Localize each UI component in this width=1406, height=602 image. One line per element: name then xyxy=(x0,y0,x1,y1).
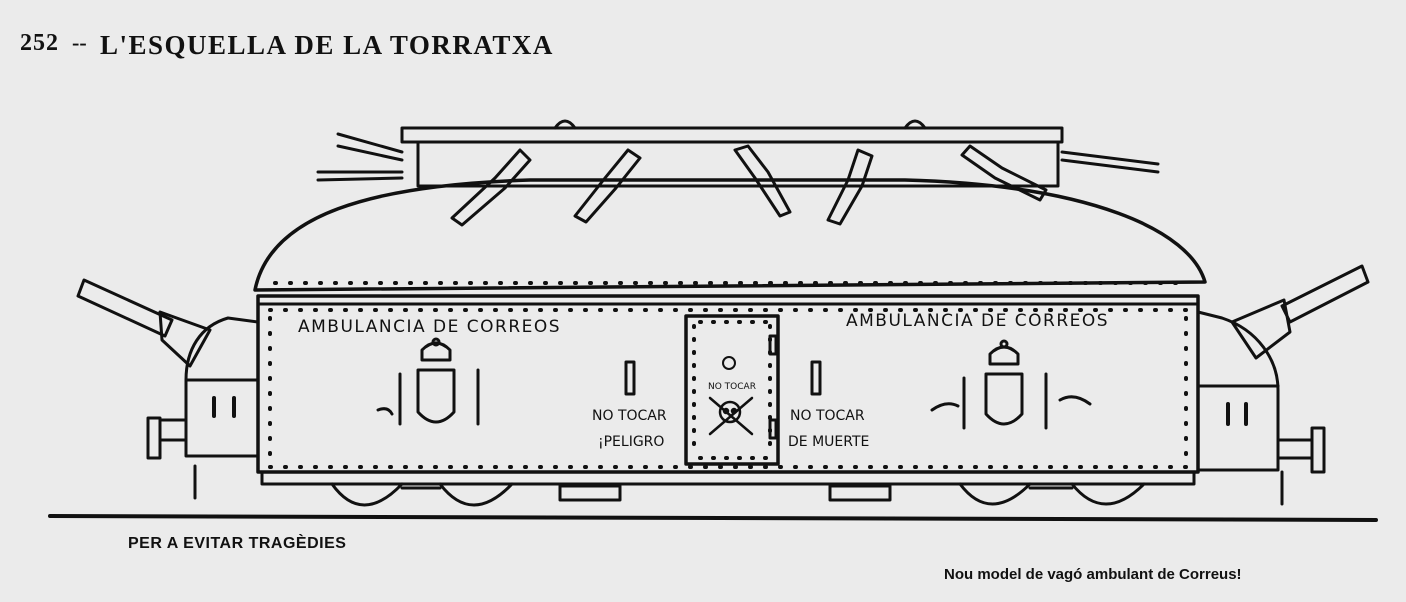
buffers xyxy=(146,416,1326,506)
coat-of-arms-right xyxy=(930,339,1092,430)
roof-turret xyxy=(400,119,1064,188)
car-label-left: AMBULANCIA DE CORREOS xyxy=(298,317,561,337)
header-separator: -- xyxy=(72,30,87,55)
roof-side-guns xyxy=(316,132,1160,182)
warning-left-2: ¡PELIGRO xyxy=(598,434,664,450)
left-end-cab xyxy=(184,316,260,458)
rail-line xyxy=(48,514,1378,522)
caption-title: PER A EVITAR TRAGÈDIES xyxy=(128,535,347,552)
skull-crossbones-icon xyxy=(708,396,754,436)
warning-left-1: NO TOCAR xyxy=(592,408,667,424)
caption-subtitle: Nou model de vagó ambulant de Correus! xyxy=(944,566,1242,583)
coat-of-arms-left xyxy=(376,337,480,426)
warning-right-2: DE MUERTE xyxy=(788,434,869,450)
masthead-title: L'ESQUELLA DE LA TORRATXA xyxy=(100,30,554,60)
page-number: 252 xyxy=(20,30,59,56)
car-roof xyxy=(253,178,1207,292)
rivets xyxy=(268,281,1192,469)
door-warning: NO TOCAR xyxy=(708,382,756,392)
end-cannons xyxy=(76,264,1370,368)
right-end-cab xyxy=(1196,310,1280,472)
warning-right-1: NO TOCAR xyxy=(790,408,865,424)
central-door xyxy=(684,314,780,466)
car-label-right: AMBULANCIA DE CORREOS xyxy=(846,311,1109,331)
undercarriage xyxy=(330,482,1146,507)
